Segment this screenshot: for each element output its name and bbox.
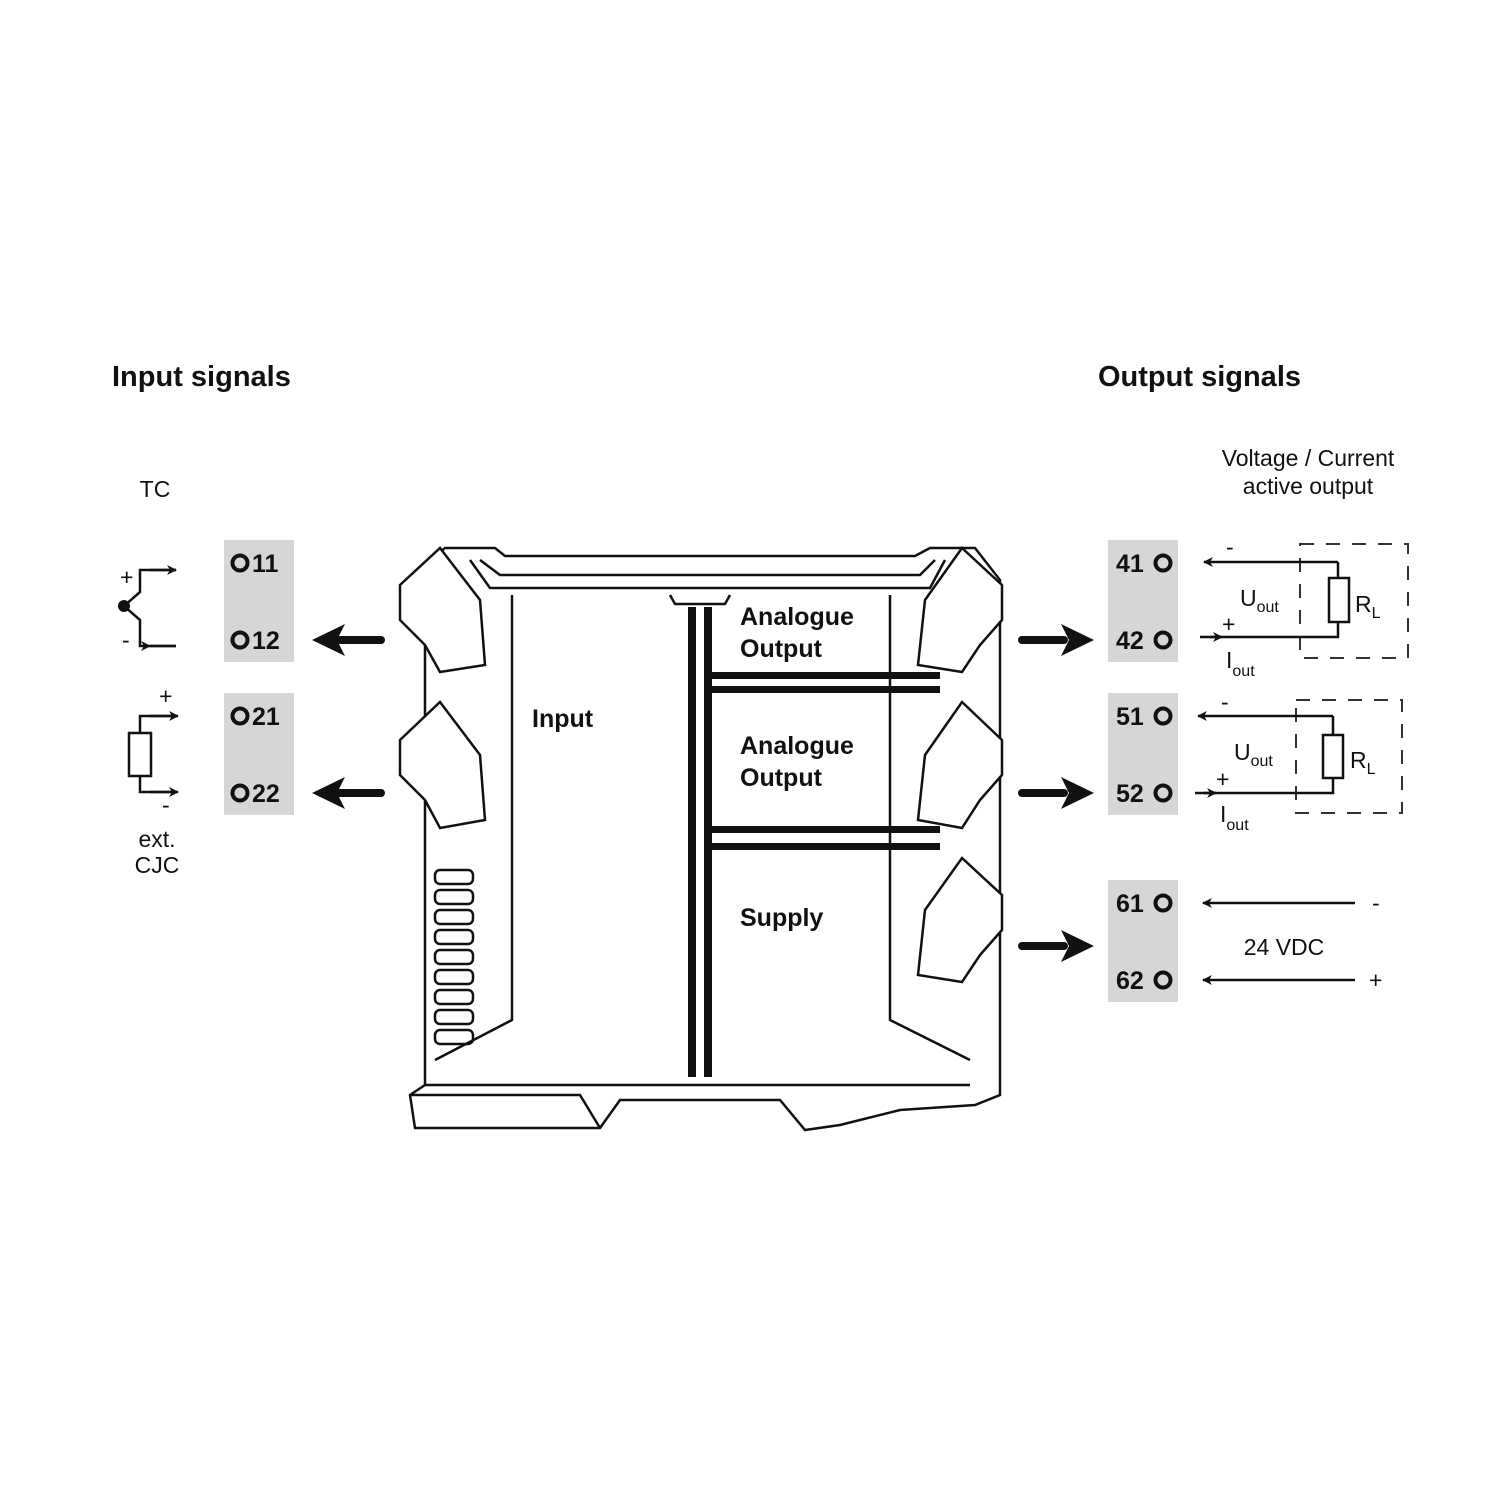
out2-minus: - <box>1221 689 1229 715</box>
load-circuit-2 <box>1195 699 1403 814</box>
svg-text:52: 52 <box>1116 780 1144 808</box>
terminal-21: 21 <box>230 703 280 731</box>
svg-text:22: 22 <box>252 780 280 808</box>
cjc-plus: + <box>159 683 172 709</box>
arrow-right-icon <box>1018 930 1094 962</box>
terminal-51: 51 <box>1116 703 1173 731</box>
out2-plus: + <box>1216 766 1229 792</box>
terminal-12: 12 <box>230 627 280 655</box>
output-caption-1: Voltage / Current <box>1222 445 1395 471</box>
out1-u-label: Uout <box>1240 585 1279 616</box>
din-rail-module <box>398 546 1004 1132</box>
svg-text:21: 21 <box>252 703 280 731</box>
terminal-42: 42 <box>1116 627 1173 655</box>
svg-text:61: 61 <box>1116 890 1144 918</box>
tc-plus: + <box>120 564 133 590</box>
terminal-block-6 <box>1108 880 1178 1002</box>
analogue-output-2-label-1: Analogue <box>740 732 854 760</box>
svg-text:51: 51 <box>1116 703 1144 731</box>
cjc-resistor-symbol <box>127 711 179 797</box>
signal-arrows <box>312 624 1094 962</box>
out2-rl-label: RL <box>1350 747 1376 778</box>
terminal-block-2 <box>224 693 294 815</box>
terminal-block-1 <box>224 540 294 662</box>
tc-label: TC <box>140 476 171 502</box>
supply-section-label: Supply <box>740 904 823 932</box>
isolation-barriers <box>688 607 940 1077</box>
load-circuit-1 <box>1200 543 1409 659</box>
analogue-output-1-label-1: Analogue <box>740 603 854 631</box>
terminal-22: 22 <box>230 780 280 808</box>
out1-rl-label: RL <box>1355 591 1381 622</box>
terminal-block-4 <box>1108 540 1178 662</box>
terminal-52: 52 <box>1116 780 1173 808</box>
input-signals-heading: Input signals <box>112 361 291 393</box>
svg-text:12: 12 <box>252 627 280 655</box>
out2-i-label: Iout <box>1220 801 1249 834</box>
supply-plus: + <box>1369 967 1382 993</box>
out1-minus: - <box>1226 534 1234 560</box>
output-signals-heading: Output signals <box>1098 361 1301 393</box>
cjc-label-2: CJC <box>135 852 180 878</box>
terminal-41: 41 <box>1116 550 1173 578</box>
cjc-label-1: ext. <box>138 826 175 852</box>
arrow-left-icon <box>312 777 385 809</box>
svg-text:62: 62 <box>1116 967 1144 995</box>
out2-u-label: Uout <box>1234 739 1273 770</box>
svg-text:11: 11 <box>252 550 279 578</box>
arrow-right-icon <box>1018 777 1094 809</box>
out1-i-label: Iout <box>1226 647 1255 680</box>
supply-voltage-label: 24 VDC <box>1244 934 1325 960</box>
supply-lines <box>1202 898 1355 985</box>
supply-minus: - <box>1372 890 1380 916</box>
output-caption-2: active output <box>1243 473 1374 499</box>
arrow-right-icon <box>1018 624 1094 656</box>
tc-minus: - <box>122 627 130 653</box>
input-section-label: Input <box>532 705 594 733</box>
terminal-11: 11 <box>230 550 279 578</box>
analogue-output-1-label-2: Output <box>740 635 823 663</box>
svg-text:41: 41 <box>1116 550 1144 578</box>
analogue-output-2-label-2: Output <box>740 764 823 792</box>
terminal-61: 61 <box>1116 890 1173 918</box>
cjc-minus: - <box>162 792 170 818</box>
out1-plus: + <box>1222 611 1235 637</box>
svg-text:42: 42 <box>1116 627 1144 655</box>
terminal-62: 62 <box>1116 967 1173 995</box>
thermocouple-symbol <box>118 565 177 651</box>
arrow-left-icon <box>312 624 385 656</box>
terminal-block-5 <box>1108 693 1178 815</box>
